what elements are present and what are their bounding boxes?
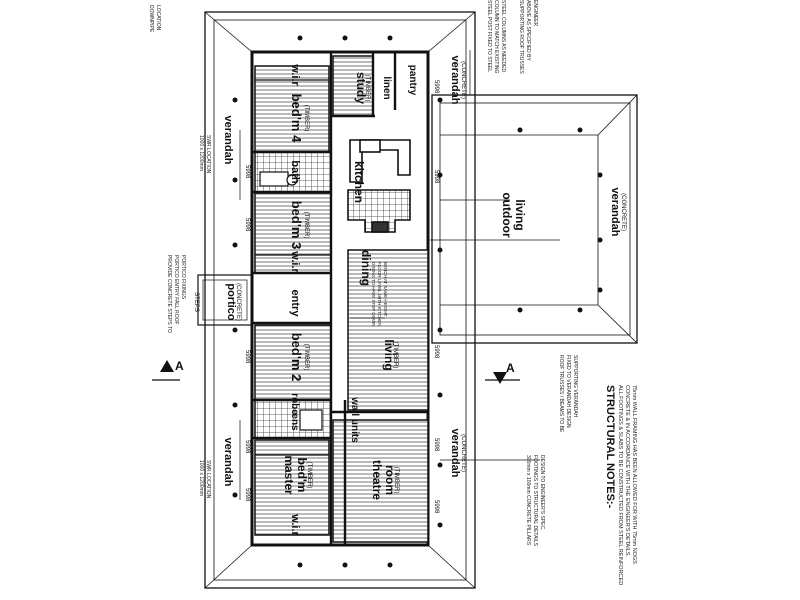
label-bath: bath [289,160,301,184]
section-label-right: A [506,361,515,375]
label-theatre-sub: (TIMBER) [393,467,399,494]
label-kitchen: kitchen [352,161,366,203]
section-marker-right: A [485,361,520,384]
note-rm-3: SUPPORTING VERANDAH [572,355,578,418]
label-portico-sub: (CONCRETE) [235,283,241,321]
label-robe: robe [289,393,300,415]
label-study: study [354,72,368,104]
note-tr2-1: SUPPORTING ROOF TRUSSES [518,0,524,74]
verandah-posts [232,35,603,568]
label-bedroom-2-sub: (TIMBER) [303,344,309,371]
dim-6: 5998 [433,345,439,359]
label-verandah-sub-2: (CONCRETE) [460,434,466,472]
label-portico: portico [225,283,237,321]
kitchen-benches [347,139,411,233]
label-verandah-sub-3: (CONCRETE) [620,193,626,231]
note-dining-1: DINING TO HAVE STEP DOWN [371,262,376,327]
note-tr-1: STEEL POST FIXED TO STEEL [486,0,492,72]
label-linen: linen [381,76,392,99]
dim-7: 5998 [433,438,439,452]
label-verandah-right-top: verandah [449,56,461,105]
label-verandah-right-bottom: verandah [449,429,461,478]
note-lm-2: SWR LOCATION [205,135,211,174]
note-rm-1: ROOF TRUSSES / BEAMS TO BE [558,355,564,433]
label-pantry: pantry [407,65,418,96]
timber-floor-areas [254,55,429,543]
label-bedroom-2: bed'm 2 [289,333,304,382]
label-verandah-left-bottom: verandah [222,438,234,487]
internal-walls [252,52,428,545]
section-marker-left: A [152,359,184,381]
dim-8: 5998 [433,80,439,94]
dimension-numbers: 5998 5998 5998 5998 5998 5998 5998 5998 … [244,80,439,514]
note-lp-3: PORTICO FIXINGS [180,255,186,300]
note-lb-2: SWR LOCATION [205,460,211,499]
label-master-sub: (TIMBER) [306,462,312,489]
dim-3: 5998 [244,440,250,454]
label-verandah-sub-1: (CONCRETE) [460,61,466,99]
note-lb-1: 1000 x 1200mm [198,460,204,496]
note-lm-1: 1000 x 1200mm [198,135,204,171]
note-rl-2: FOOTINGS TO STRUCTURAL DETAILS [532,455,538,547]
note-lt-2: LOCATION [155,5,161,31]
dimension-lines [239,50,560,500]
note-tr2-2: ABOVE AS SPECIFIED BY [525,0,531,62]
label-ens: ens [289,413,300,431]
note-tr-3: STEEL COLUMNS AS NEEDED [500,0,506,72]
structural-notes: STRUCTURAL NOTES:- ALL FOOTINGS & SLABS … [604,385,637,585]
room-labels: w.i.r bed'm 4 study linen pantry bath ki… [193,56,626,537]
note-lp-1: PROVIDE CONCRETE STEPS TO [166,255,172,333]
label-wir-top: w.i.r [289,63,301,86]
notes-title: STRUCTURAL NOTES:- [604,385,616,509]
dim-5: 5998 [433,170,439,184]
label-steps: STEPS [193,292,199,312]
label-living-sub: (TIMBER) [392,342,398,369]
dim-2: 5998 [244,218,250,232]
note-rl-3: DESIGN TO ENGINEER'S SPEC. [539,455,545,531]
section-label-left: A [175,359,184,373]
label-dining: dining [359,250,373,286]
note-dining-2: FLOOR LEVEL WITH KITCHEN [377,262,382,326]
verandah-roof-outline [204,11,638,589]
label-wall-units: wall units [349,396,360,443]
callout-notes: STEEL POST FIXED TO STEEL COLUMN TO MATC… [148,0,578,547]
label-living: living [382,339,396,370]
dim-1: 5998 [244,165,250,179]
label-theatre-room: room [383,465,397,495]
label-outdoor-living: living [513,199,527,230]
label-entry: entry [289,290,301,318]
dim-9: 5998 [433,500,439,514]
label-bedroom-4-sub: (TIMBER) [303,105,309,132]
notes-line-1: ALL FOOTINGS & SLABS TO BE CONSTRUCTED F… [617,385,623,585]
label-bedroom-3: bed'm 3 [289,201,304,250]
label-wir-mid: w.i.r [289,250,301,273]
dim-4: 5998 [244,488,250,502]
note-tr-2: COLUMN TO MATCH EXISTING [493,0,499,73]
note-dining-3: BENCH AT SAME HEIGHT [383,262,388,317]
label-study-sub: (TIMBER) [364,75,370,102]
note-lt-1: DOWNPIPE [148,5,154,33]
label-outdoor: outdoor [500,192,514,238]
label-verandah-left-top: verandah [222,116,234,165]
label-master: master [282,455,296,495]
notes-line-3: 75mm WALL FRAMING HAS BEEN ALLOWED FOR W… [631,385,637,564]
label-master-bedroom: bed'm [295,458,309,493]
label-bedroom-3-sub: (TIMBER) [303,212,309,239]
note-tr2-3: ENGINEER [532,0,538,27]
portico-structure [197,274,253,326]
label-verandah-outdoor: verandah [609,188,621,237]
label-wir-bottom: w.i.r [289,513,301,536]
dim-10: 5998 [244,350,250,364]
note-rm-2: FIXED TO VERANDAH DESIGN [565,355,571,428]
label-theatre: theatre [370,460,384,500]
wet-areas [254,151,332,439]
note-lp-2: PORTICO ENTRY FALL ROOF [173,255,179,325]
label-bedroom-4: bed'm 4 [289,94,304,143]
notes-line-2: CONCRETE & IN ACCORDANCE WITH THE ENGINE… [624,385,630,557]
note-rl-1: 300mm x 100mm CONCRETE PILLARS [525,455,531,546]
